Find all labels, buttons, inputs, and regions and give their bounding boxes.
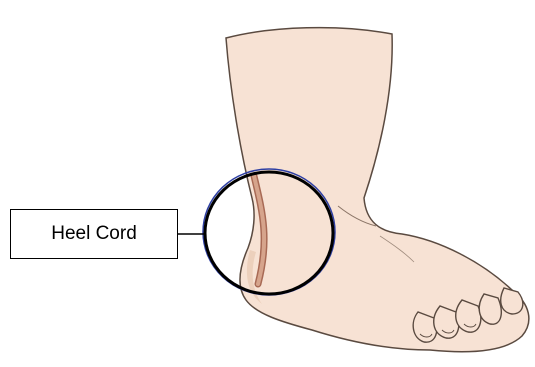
toe-5 xyxy=(501,288,523,314)
heel-cord-label: Heel Cord xyxy=(51,223,137,245)
toe-4 xyxy=(479,294,501,324)
heel-cord-label-box: Heel Cord xyxy=(10,209,178,259)
